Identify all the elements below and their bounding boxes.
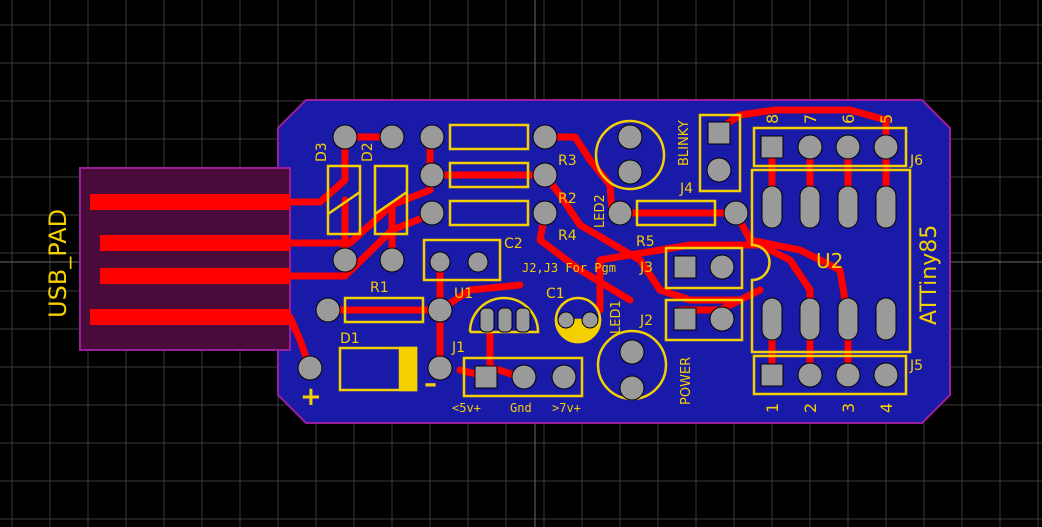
d1-label: D1: [340, 331, 360, 347]
r1-label: R1: [370, 280, 389, 296]
attiny-label: ATTiny85: [917, 225, 942, 325]
d2-label: D2: [360, 142, 376, 162]
j2j3-note: J2,J3 For Pgm: [522, 261, 616, 275]
pin-number: 2: [801, 403, 820, 413]
pin-numbers-top: 8 7 6 5: [763, 114, 896, 124]
blinky-label: BLINKY: [677, 120, 692, 166]
pads: [297, 121, 899, 401]
d3-label: D3: [314, 142, 330, 162]
pin-number: 7: [801, 114, 820, 124]
j2-label: J2: [639, 313, 653, 329]
usb-contacts: [90, 194, 290, 325]
r4-label: R4: [558, 228, 577, 244]
c1-label: C1: [546, 286, 565, 302]
pin-number: 8: [763, 114, 782, 124]
pin-number: 3: [839, 403, 858, 413]
j1-5v-label: <5v+: [452, 401, 481, 415]
u1-label: U1: [454, 286, 473, 302]
pin-number: 6: [839, 114, 858, 124]
u2-label: U2: [816, 249, 843, 273]
board-outline: [277, 99, 951, 424]
pin-number: 1: [763, 403, 782, 413]
j3-label: J3: [639, 260, 653, 276]
j1-7v-label: >7v+: [552, 401, 581, 415]
pin-number: 4: [877, 403, 896, 413]
r3-label: R3: [558, 153, 577, 169]
plus-sign: +: [300, 382, 322, 412]
led1-label: LED1: [609, 300, 624, 334]
silkscreen-outlines: [326, 113, 912, 401]
c2-label: C2: [504, 236, 523, 252]
j1-gnd-label: Gnd: [510, 401, 532, 415]
power-label: POWER: [679, 357, 694, 405]
j4-label: J4: [679, 181, 693, 197]
r2-label: R2: [558, 191, 577, 207]
pin-numbers-bottom: 1 2 3 4: [763, 403, 896, 413]
led2-label: LED2: [593, 194, 608, 228]
pin-number: 5: [877, 114, 896, 124]
r5-label: R5: [636, 234, 655, 250]
minus-sign: –: [424, 369, 437, 399]
j5-label: J5: [909, 358, 923, 374]
j1-label: J1: [451, 340, 465, 356]
j6-label: J6: [909, 153, 923, 169]
usb-pad-label: USB_PAD: [44, 209, 72, 318]
